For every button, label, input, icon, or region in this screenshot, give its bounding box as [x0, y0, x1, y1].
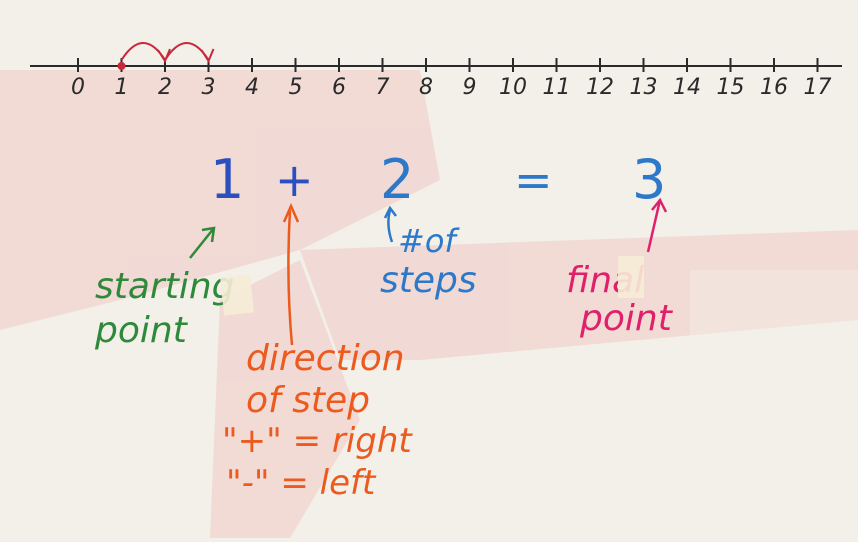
starting-point-annotation: starting point — [94, 226, 235, 351]
step-arrows — [120, 42, 215, 64]
tick-label: 6 — [332, 75, 346, 100]
equation-operator: + — [275, 153, 314, 207]
steps-label-1: #of — [398, 222, 460, 260]
tick-label: 3 — [202, 75, 216, 100]
equation-equals: = — [514, 153, 553, 207]
direction-label-3: "+" = right — [222, 421, 413, 461]
direction-label-4: "-" = left — [226, 463, 377, 503]
background-watermark — [0, 70, 858, 538]
tick-label: 10 — [499, 75, 527, 100]
tick-label: 12 — [586, 75, 614, 100]
equation-start: 1 — [210, 148, 244, 211]
tick-label: 16 — [760, 75, 788, 100]
tape-scrap — [618, 256, 644, 298]
tick-label: 9 — [463, 75, 477, 100]
tick-label: 13 — [630, 75, 658, 100]
tick-label: 17 — [804, 75, 832, 100]
final-point-annotation: final point — [566, 197, 674, 339]
direction-label-2: of step — [246, 380, 370, 421]
tick-label: 14 — [673, 75, 701, 100]
tick-label: 8 — [419, 75, 433, 100]
equation: 1 + 2 = 3 — [210, 148, 666, 211]
number-line-ticks — [77, 58, 819, 72]
steps-label-2: steps — [380, 260, 477, 301]
steps-annotation: #of steps — [380, 205, 477, 301]
tick-label: 5 — [289, 75, 303, 100]
tick-label: 15 — [717, 75, 745, 100]
tick-label: 0 — [71, 75, 85, 100]
tick-label: 4 — [245, 75, 259, 100]
hop-arrowhead — [200, 48, 215, 64]
equation-steps: 2 — [380, 148, 414, 211]
final-point-label-2: point — [579, 298, 674, 339]
starting-point-label-2: point — [94, 310, 189, 351]
direction-label-1: direction — [246, 338, 405, 379]
tick-label: 7 — [376, 75, 390, 100]
tick-label: 2 — [158, 75, 172, 100]
tape-scrap — [220, 274, 254, 316]
starting-point-label-1: starting — [95, 266, 235, 307]
tick-label: 11 — [543, 75, 571, 100]
tick-label: 1 — [115, 75, 129, 100]
hop-arrowhead — [157, 48, 171, 64]
direction-annotation: direction of step "+" = right "-" = left — [222, 202, 413, 503]
start-point-marker — [117, 62, 126, 70]
